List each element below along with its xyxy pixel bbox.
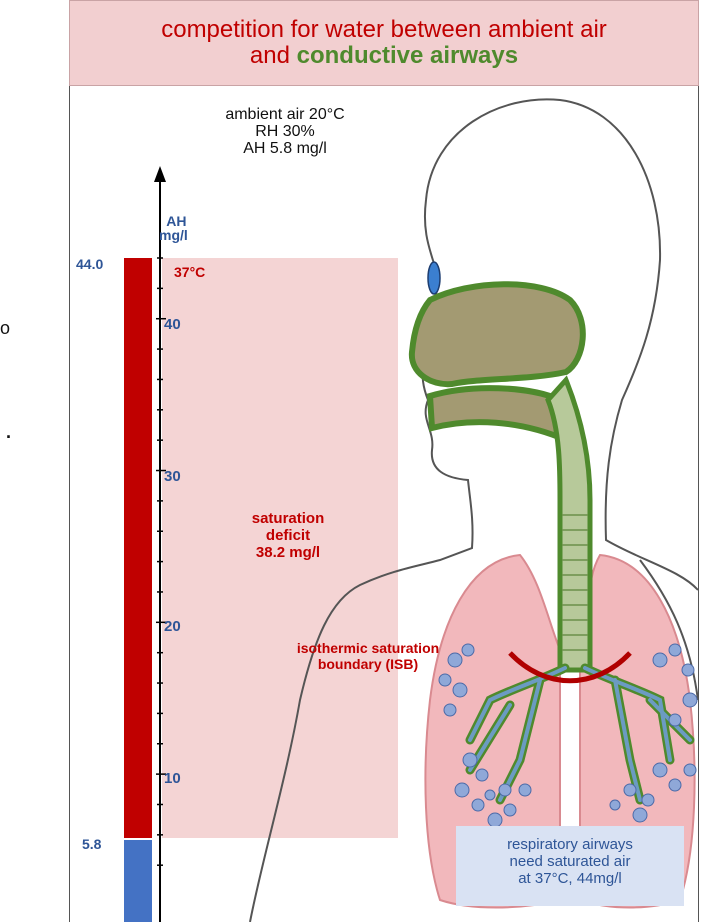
axis-unit: AH mg/l xyxy=(165,214,188,242)
deficit-line-3: 38.2 mg/l xyxy=(226,544,350,561)
temperature-label: 37°C xyxy=(174,264,205,280)
tick-label-20: 20 xyxy=(164,618,181,635)
tick-label-30: 30 xyxy=(164,468,181,485)
isb-line-2: boundary (ISB) xyxy=(268,656,468,672)
isb-label: isothermic saturation boundary (ISB) xyxy=(268,640,468,672)
top-value-label: 44.0 xyxy=(76,256,103,272)
note-line-1: respiratory airways xyxy=(456,836,684,853)
airways-note: respiratory airways need saturated air a… xyxy=(456,826,684,906)
note-line-2: need saturated air xyxy=(456,853,684,870)
tick-label-40: 40 xyxy=(164,316,181,333)
isb-line-1: isothermic saturation xyxy=(268,640,468,656)
note-line-3: at 37°C, 44mg/l xyxy=(456,870,684,887)
saturation-deficit-label: saturation deficit 38.2 mg/l xyxy=(226,510,350,561)
axis-unit-line-1: AH xyxy=(165,214,188,228)
deficit-line-2: deficit xyxy=(226,527,350,544)
bottom-value-label: 5.8 xyxy=(82,836,101,852)
deficit-line-1: saturation xyxy=(226,510,350,527)
axis-unit-line-2: mg/l xyxy=(159,228,188,242)
tick-label-10: 10 xyxy=(164,770,181,787)
